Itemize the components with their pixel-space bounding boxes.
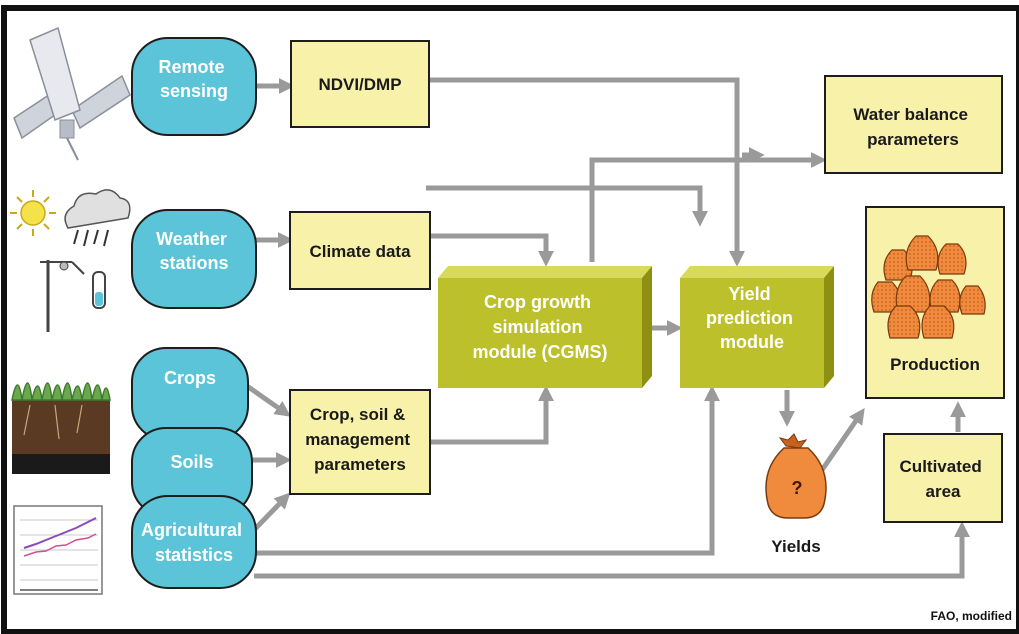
svg-text:Crop, soil & managemen: Crop, soil & management parameters: [305, 405, 415, 474]
cgms-label-line1: Crop growth: [484, 292, 591, 312]
water-balance-box: Water balance parameters: [824, 75, 1003, 174]
weather-stations-label-line2: stations: [159, 253, 228, 273]
weather-stations-label-line1: Weather: [156, 229, 227, 249]
source-agricultural-statistics: Agricultural statistics: [131, 495, 257, 589]
arrow-params-to-cgms: [430, 385, 555, 445]
source-remote-sensing: Remote sensing: [131, 37, 257, 136]
grain-sack-icon: ?: [765, 433, 827, 519]
arrow-weather-feed-to-yield: [426, 185, 709, 227]
arrow-cgms-to-water-balance: [589, 151, 827, 262]
climate-data-box: Climate data: [289, 211, 431, 290]
yield-prediction-label-line3: module: [720, 332, 784, 352]
cultivated-area-label-line1: Cultivated: [900, 457, 982, 476]
arrow-stats-to-yield: [254, 385, 721, 556]
yields-bag-mark: ?: [792, 478, 803, 498]
agricultural-statistics-label-line1: Agricultural: [141, 520, 242, 540]
source-crops: Crops: [131, 347, 249, 441]
svg-text:Remote sensing: Remote sensing: [158, 57, 229, 101]
cultivated-area-box: Cultivated area: [883, 433, 1003, 523]
remote-sensing-label-line1: Remote: [158, 57, 224, 77]
water-balance-label-line1: Water balance: [853, 105, 968, 124]
soil-crop-icon: [11, 382, 111, 474]
yields-label: Yields: [771, 537, 820, 556]
arrow-stats-to-area: [254, 521, 971, 579]
source-nodes: Remote sensing Weather stations Crops So…: [131, 37, 257, 589]
ndvi-dmp-label: NDVI/DMP: [318, 75, 401, 94]
production-box: Production: [865, 206, 1005, 399]
arrows: [245, 77, 971, 579]
sun-icon: [10, 190, 56, 236]
arrow-crops-to-params: [245, 383, 291, 417]
svg-text:Yield prediction m: Yield prediction module: [706, 284, 798, 352]
svg-text:Agricultural statistic: Agricultural statistics: [141, 520, 247, 565]
crop-soil-label-line2: management: [305, 430, 410, 449]
svg-text:Cultivated area: Cultivated area: [900, 457, 987, 501]
arrow-ndvi-to-yield: [430, 77, 746, 267]
source-soils: Soils: [131, 427, 253, 517]
source-weather-stations: Weather stations: [131, 209, 257, 309]
cgms-label-line3: module (CGMS): [473, 342, 608, 362]
cgms-label-line2: simulation: [492, 317, 582, 337]
weather-station-icon: [40, 260, 85, 332]
svg-text:Water balance parameters: Water balance parameters: [853, 105, 972, 149]
soils-label: Soils: [170, 452, 213, 472]
arrow-yields-to-production: [819, 408, 865, 472]
svg-text:Weather stations: Weather stations: [156, 229, 232, 273]
svg-text:Crop growth simulation: Crop growth simulation module (CGMS): [473, 292, 608, 362]
statistics-chart-icon: [13, 505, 103, 595]
agricultural-statistics-label-line2: statistics: [155, 545, 233, 565]
ndvi-dmp-box: NDVI/DMP: [290, 40, 430, 128]
production-label: Production: [890, 355, 980, 374]
rain-gauge-icon: [92, 271, 106, 309]
crop-soil-label-line1: Crop, soil &: [310, 405, 405, 424]
crops-label: Crops: [164, 368, 216, 388]
arrow-stats-to-params: [252, 492, 291, 532]
crop-soil-label-line3: parameters: [314, 455, 406, 474]
satellite-icon: [13, 26, 131, 161]
yield-prediction-module: Yield prediction module: [680, 266, 834, 388]
source-credit: FAO, modified: [931, 609, 1012, 623]
yield-prediction-label-line1: Yield: [728, 284, 770, 304]
cultivated-area-label-line2: area: [926, 482, 962, 501]
water-balance-label-line2: parameters: [867, 130, 959, 149]
arrow-climate-to-cgms: [430, 233, 555, 267]
crop-soil-management-box: Crop, soil & management parameters: [289, 389, 431, 495]
grain-sacks-icon: [871, 235, 986, 339]
cgms-module: Crop growth simulation module (CGMS): [438, 266, 652, 388]
data-boxes: NDVI/DMP Climate data Crop, soil & manag…: [289, 40, 431, 495]
climate-data-label: Climate data: [309, 242, 411, 261]
remote-sensing-label-line2: sensing: [160, 81, 228, 101]
rain-cloud-icon: [64, 189, 131, 247]
yield-prediction-label-line2: prediction: [706, 308, 793, 328]
